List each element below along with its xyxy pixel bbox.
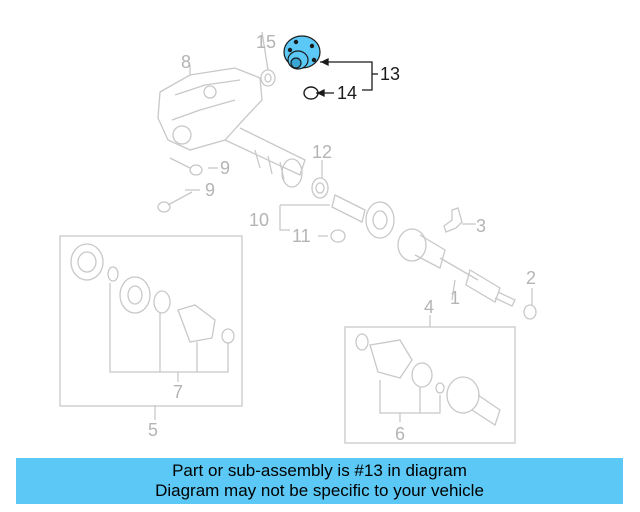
callout-8: 8	[181, 52, 191, 72]
callout-12: 12	[312, 142, 332, 162]
callout-7: 7	[173, 382, 183, 402]
banner-line-1: Part or sub-assembly is #13 in diagram	[172, 461, 467, 480]
callout-9-lower: 9	[205, 180, 215, 200]
clip-11	[330, 229, 346, 243]
intermediate-shaft	[331, 194, 395, 239]
bolt-lower	[157, 191, 193, 213]
callout-15: 15	[256, 32, 276, 52]
info-banner: Part or sub-assembly is #13 in diagram D…	[16, 458, 623, 504]
hub-flange-13	[283, 35, 321, 70]
callout-14: 14	[337, 83, 357, 103]
callout-11: 11	[292, 226, 311, 246]
differential-housing	[157, 67, 306, 188]
banner-line-2: Diagram may not be specific to your vehi…	[155, 481, 484, 500]
kit-box-5	[59, 235, 243, 407]
callout-4: 4	[424, 297, 434, 317]
callout-13: 13	[380, 64, 400, 84]
bolt-upper	[169, 157, 203, 176]
seal-15	[260, 69, 276, 87]
callout-2: 2	[526, 268, 536, 288]
callout-5: 5	[148, 420, 158, 440]
callout-10: 10	[249, 210, 269, 230]
callout-3: 3	[476, 216, 486, 236]
seal-12	[311, 177, 329, 199]
parts-diagram: 15 8 9 9 12 10 11 3 2 1 4 7 5 6 13 14	[59, 31, 537, 444]
o-ring-14	[303, 86, 319, 100]
axle-shaft-assembly	[397, 228, 537, 320]
bracket-3	[443, 207, 463, 233]
callout-6: 6	[395, 424, 405, 444]
callout-9-upper: 9	[220, 158, 230, 178]
callout-1: 1	[450, 288, 460, 308]
